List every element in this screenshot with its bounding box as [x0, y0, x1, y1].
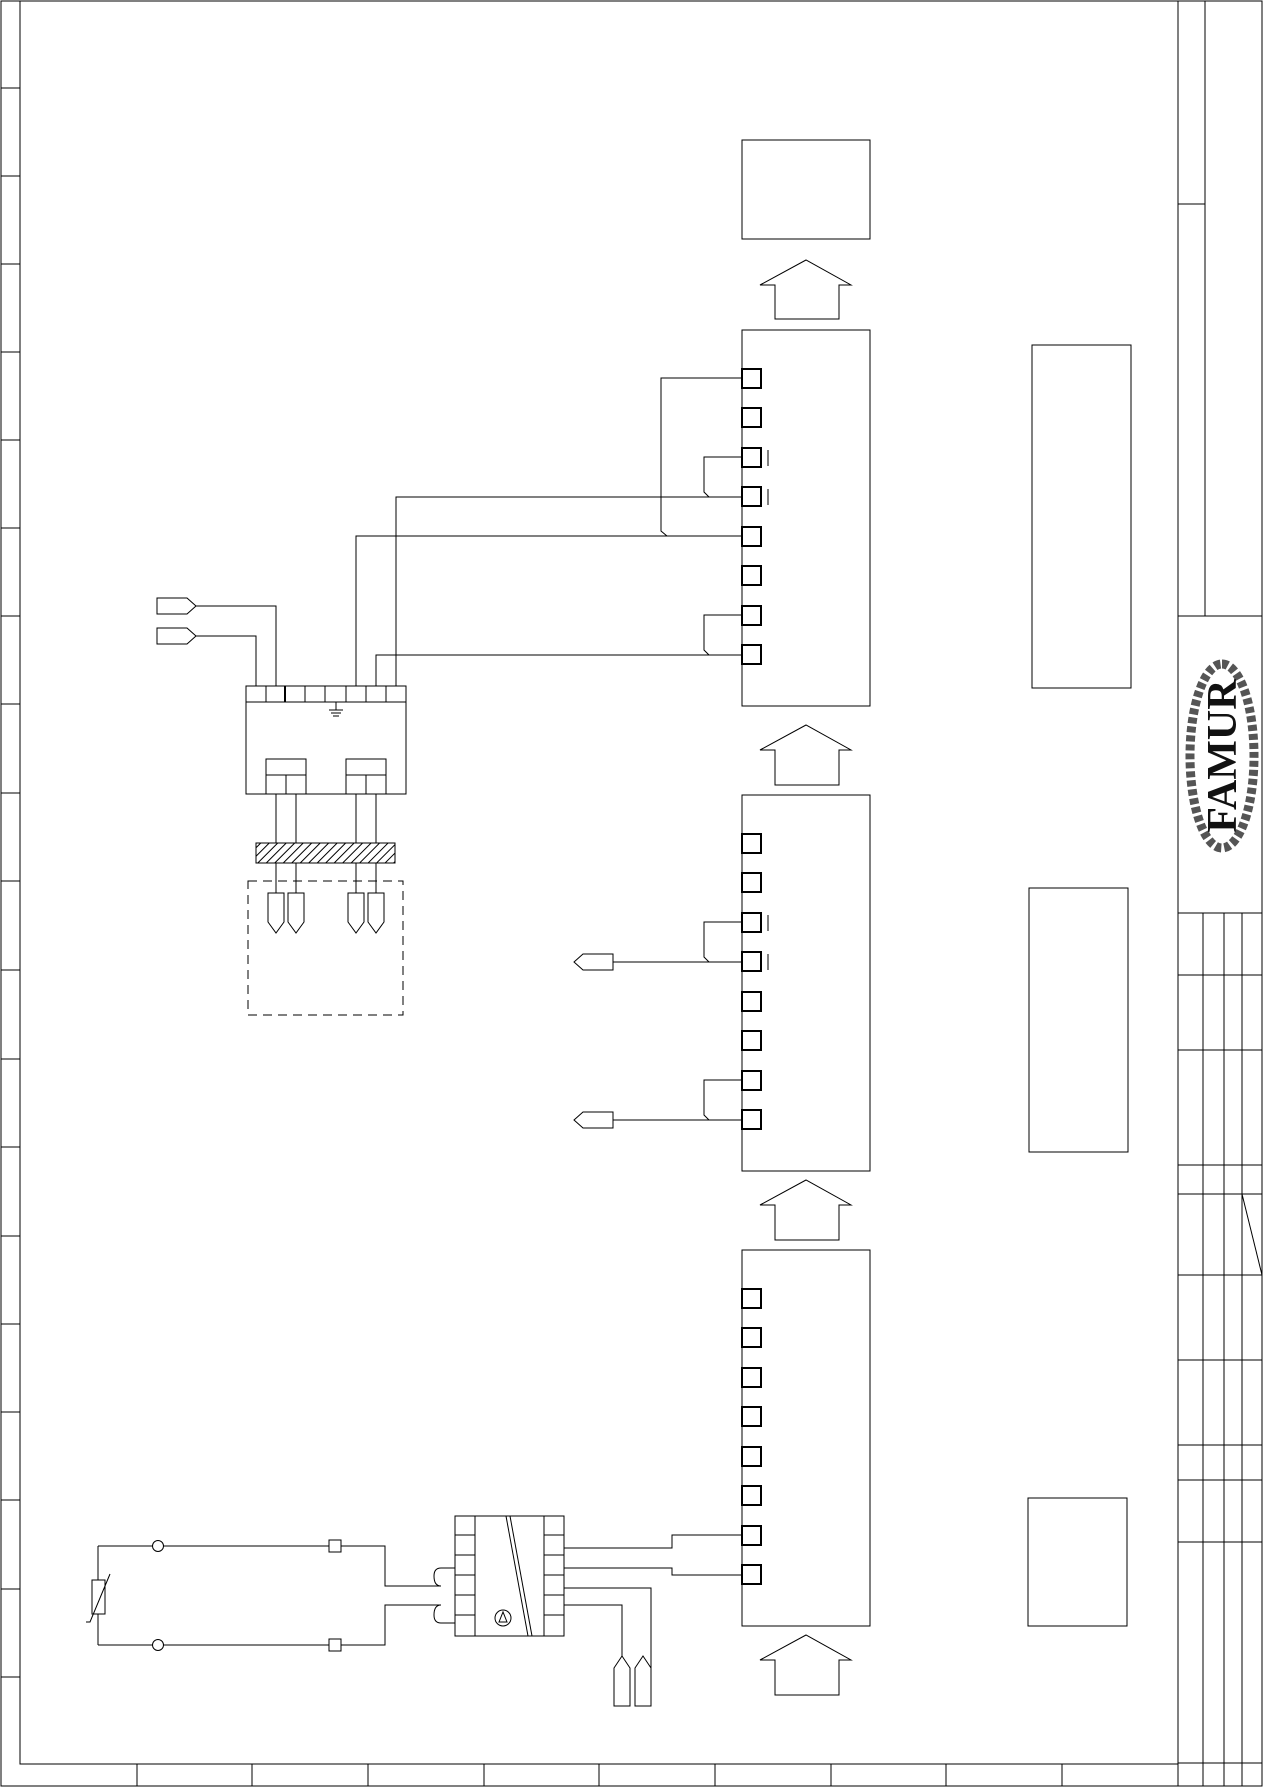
logo-text: FAMUR: [1200, 679, 1246, 833]
junction-box: [196, 606, 406, 794]
wiring-module-3: [564, 1535, 742, 1703]
terminal-circle: [153, 1640, 164, 1651]
cable-shield: [256, 843, 395, 863]
ground-icon: [329, 702, 343, 716]
connector-tag-icon: [368, 893, 384, 933]
terminal: [742, 527, 761, 546]
side-box-3: [1028, 1498, 1127, 1626]
sensor-enclosure: [248, 881, 403, 1015]
terminal: [742, 645, 761, 664]
relay-block: [434, 1516, 564, 1636]
modules: [742, 140, 870, 1626]
terminal: [742, 369, 761, 388]
connector-tag-icon: [157, 628, 196, 644]
side-box-1: [1032, 345, 1131, 688]
terminal: [742, 408, 761, 427]
terminals-module-1: [742, 369, 761, 664]
terminals-module-3: [742, 1289, 761, 1584]
arrow-up-icon: [760, 1635, 851, 1695]
terminals-module-2: [742, 834, 761, 1129]
varistor-icon: [86, 1574, 110, 1622]
flow-arrows: [760, 260, 851, 1695]
terminal: [742, 1289, 761, 1308]
cable-plugs: [268, 893, 384, 933]
connector-tag-icon: [157, 598, 196, 614]
side-boxes: [1028, 345, 1131, 1626]
terminal: [329, 1540, 341, 1552]
wiring-module-1: [356, 378, 742, 686]
bottom-zone-ruler: [137, 1764, 1062, 1786]
terminal: [742, 873, 761, 892]
title-block: [1178, 1, 1262, 1786]
connector-tag-icon: [635, 1656, 651, 1706]
terminal: [742, 952, 761, 971]
connector-tag-icon: [574, 954, 613, 970]
module-box-3: [742, 1250, 870, 1626]
left-zone-ruler: [1, 88, 20, 1677]
connector-tag-icon: [268, 893, 284, 933]
wiring-module-2: [574, 922, 742, 1128]
sensor-circuit: [98, 1546, 441, 1645]
terminal: [742, 606, 761, 625]
module-box-1: [742, 330, 870, 706]
terminal: [742, 1486, 761, 1505]
terminal: [742, 1031, 761, 1050]
terminal: [742, 566, 761, 585]
logo-gear-ring: [1190, 664, 1254, 848]
arrow-up-icon: [760, 725, 851, 785]
terminal: [742, 1368, 761, 1387]
terminal: [742, 1447, 761, 1466]
arrow-up-icon: [760, 1180, 851, 1240]
terminal: [742, 1071, 761, 1090]
terminal: [742, 913, 761, 932]
terminal: [742, 1565, 761, 1584]
company-logo: FAMUR: [1190, 664, 1254, 848]
terminal: [329, 1639, 341, 1651]
module-box-top: [742, 140, 870, 239]
connector-tag-icon: [348, 893, 364, 933]
terminal: [742, 992, 761, 1011]
terminal: [742, 1328, 761, 1347]
module-box-2: [742, 795, 870, 1171]
relay-output-plugs: [614, 1656, 651, 1706]
terminal: [742, 1526, 761, 1545]
relay-symbol-icon: [495, 1610, 511, 1626]
terminal: [742, 1407, 761, 1426]
arrow-up-icon: [760, 260, 851, 319]
side-box-2: [1029, 888, 1128, 1152]
terminal: [742, 834, 761, 853]
connector-tag-icon: [288, 893, 304, 933]
terminal: [742, 487, 761, 506]
terminal-circle: [153, 1541, 164, 1552]
terminal: [742, 1110, 761, 1129]
connector-tag-icon: [574, 1112, 613, 1128]
terminal: [742, 448, 761, 467]
connector-tag-icon: [614, 1656, 630, 1706]
